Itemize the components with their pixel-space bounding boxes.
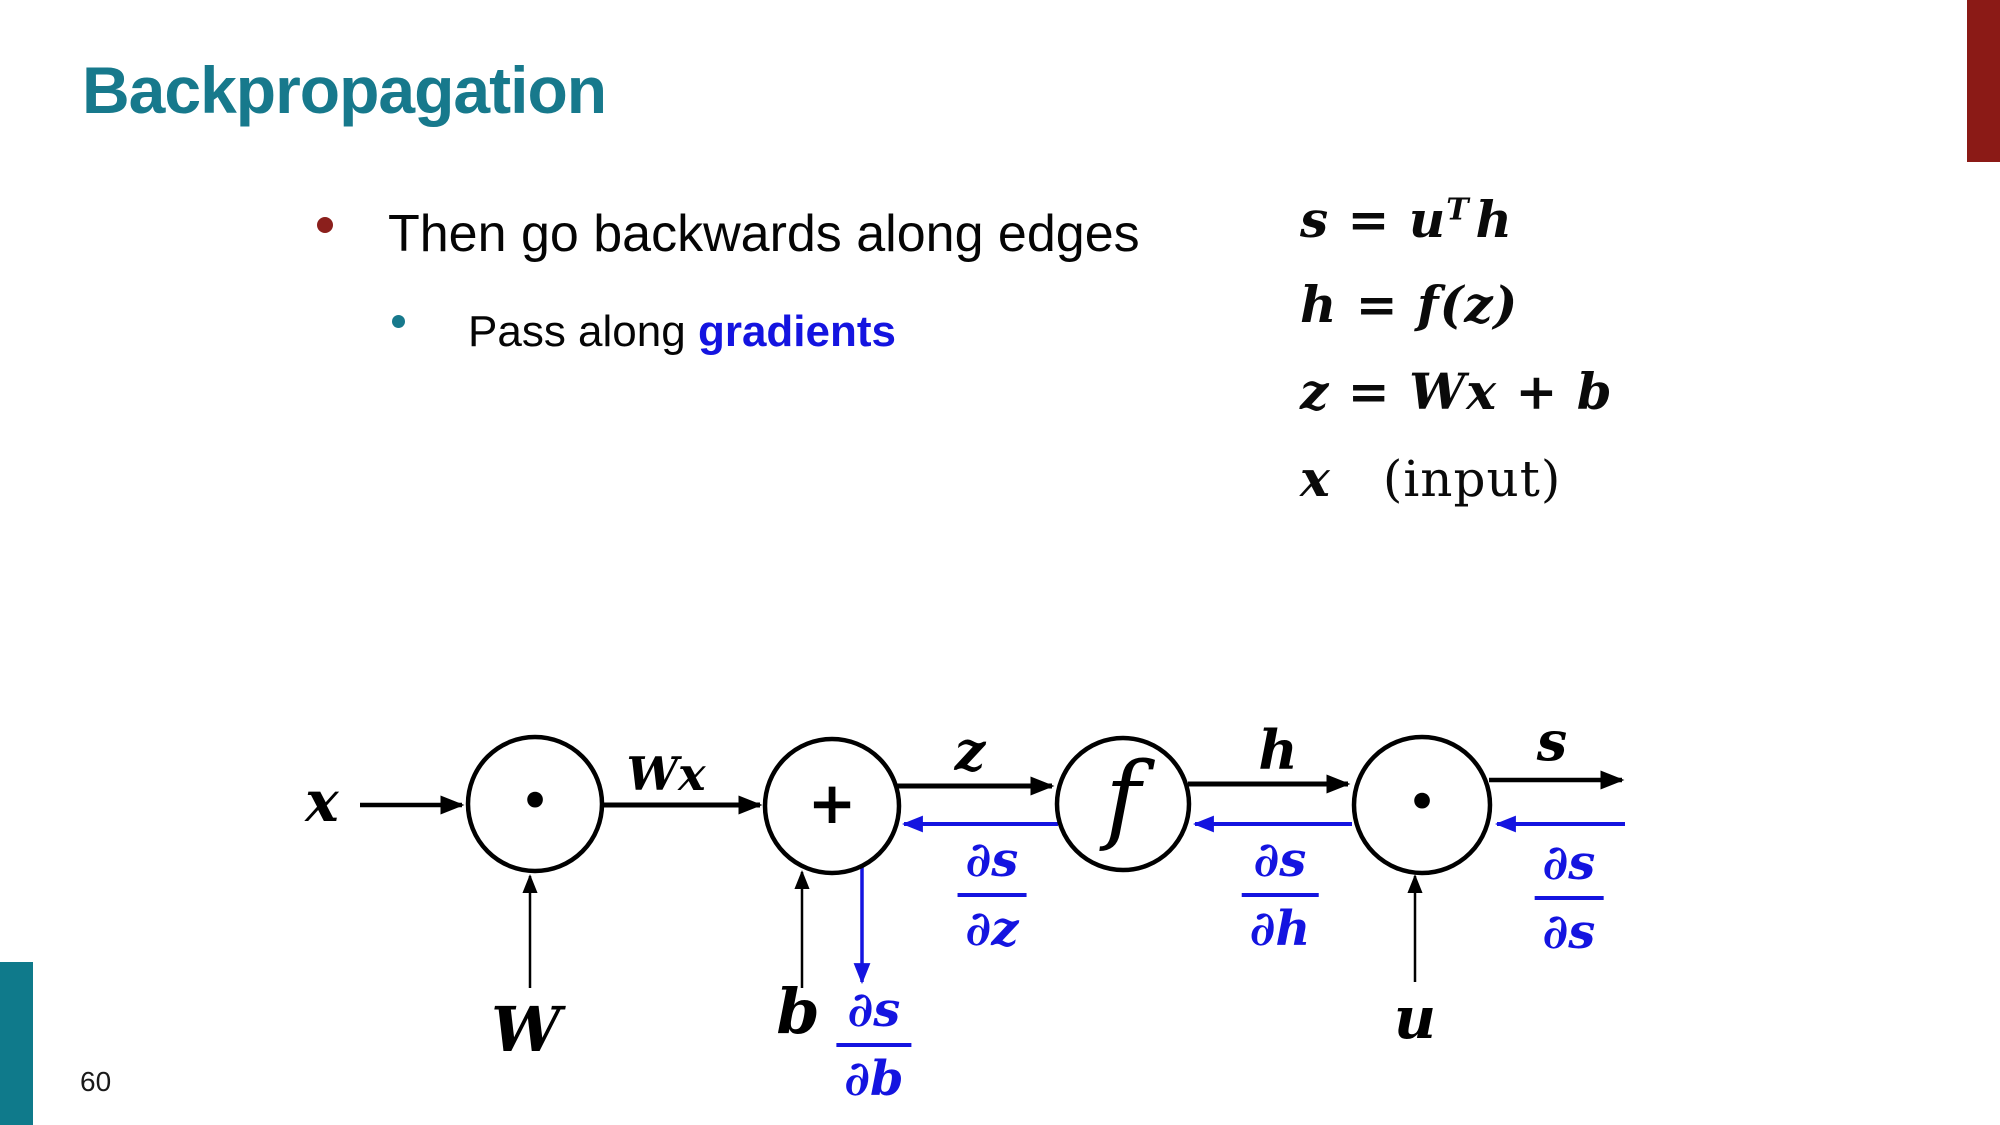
gradient-ds-dh: ∂s ∂h: [1241, 832, 1319, 957]
gradient-ds-db-num: ∂s: [847, 982, 901, 1038]
gradient-ds-dz-num: ∂s: [965, 832, 1019, 888]
gradient-ds-db: ∂s ∂b: [836, 982, 912, 1107]
gradient-ds-dh-num: ∂s: [1253, 832, 1307, 888]
bullet-level2: Pass along gradients: [468, 307, 896, 357]
gradient-ds-dz-den: ∂z: [957, 893, 1027, 957]
bottom-left-accent-bar: [0, 962, 33, 1125]
equation-score-base: s = u: [1300, 190, 1447, 249]
edge-label-h: h: [1258, 718, 1298, 782]
equation-affine: z = Wx + b: [1300, 362, 1613, 421]
equation-hidden: h = f(z): [1300, 275, 1519, 334]
gradient-ds-ds-num: ∂s: [1542, 835, 1596, 891]
node-activation: [1054, 735, 1192, 873]
param-label-u: u: [1393, 984, 1437, 1052]
edge-label-z: z: [954, 719, 986, 783]
bullet-level2-pre: Pass along: [468, 307, 698, 356]
top-right-accent-bar: [1967, 0, 2000, 162]
dotproduct-node-symbol: •: [1406, 771, 1438, 834]
page-number: 60: [80, 1066, 112, 1097]
param-label-W: W: [491, 993, 561, 1066]
bullet-marker-level1: [317, 217, 333, 233]
gradients-highlight: gradients: [697, 307, 896, 356]
edge-label-Wx: Wx: [626, 747, 706, 801]
multiply-node-symbol: •: [519, 770, 551, 833]
edge-label-s: s: [1536, 709, 1568, 773]
bullet-level1: Then go backwards along edges: [388, 205, 1140, 263]
equation-input-var: x: [1300, 449, 1331, 508]
equation-score-h: h: [1475, 190, 1513, 249]
node-add: [762, 736, 902, 876]
transpose-superscript: T: [1446, 192, 1470, 228]
add-node-symbol: +: [807, 769, 857, 837]
input-x-label: x: [305, 769, 339, 835]
activation-node-symbol: f: [1105, 742, 1141, 855]
node-multiply: [465, 734, 605, 874]
node-dotproduct: [1351, 734, 1493, 876]
gradient-ds-db-den: ∂b: [836, 1043, 912, 1107]
page-title: Backpropagation: [82, 53, 607, 127]
bullet-marker-level2: [392, 315, 405, 328]
param-label-b: b: [776, 975, 820, 1048]
gradient-ds-ds: ∂s ∂s: [1534, 835, 1604, 960]
gradient-ds-dz: ∂s ∂z: [957, 832, 1027, 957]
equation-input-note: (input): [1382, 450, 1562, 508]
equation-input: x (input): [1300, 449, 1561, 508]
gradient-ds-dh-den: ∂h: [1241, 893, 1319, 957]
gradient-ds-ds-den: ∂s: [1534, 896, 1604, 960]
